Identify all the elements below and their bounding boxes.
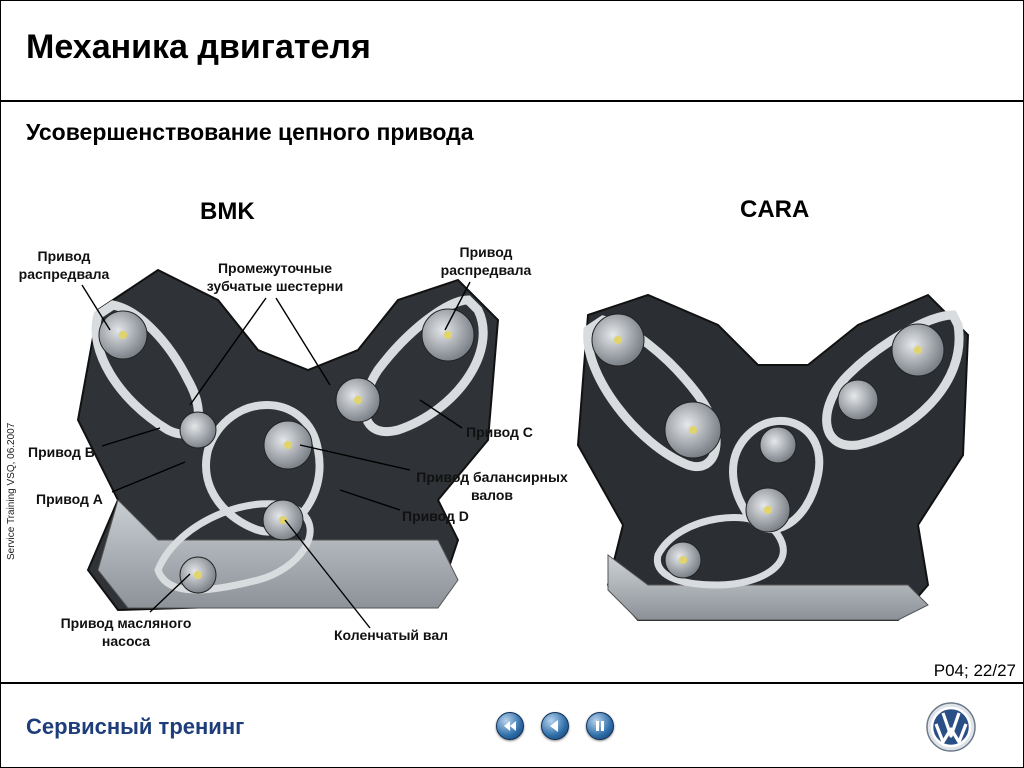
callout-intermediate-gears: Промежуточные зубчатые шестерни <box>206 260 344 294</box>
engine-label-cara: CARA <box>740 196 810 223</box>
page-title: Механика двигателя <box>26 28 371 66</box>
cara-engine-image <box>576 293 970 621</box>
callout-oil-pump-drive: Привод масляного насоса <box>60 615 192 649</box>
engine-label-bmk: BMK <box>200 198 255 225</box>
play-left-icon <box>550 720 558 732</box>
previous-slide-button[interactable] <box>541 712 569 740</box>
pause-button[interactable] <box>586 712 614 740</box>
header-divider <box>0 100 1024 102</box>
callout-crankshaft: Коленчатый вал <box>334 627 449 643</box>
callout-camshaft-drive-right: Привод распредвала <box>440 244 532 278</box>
side-note: Service Training VSQ, 06.2007 <box>6 422 17 560</box>
callout-balancer-drive: Привод балансирных валов <box>416 469 568 503</box>
first-slide-button[interactable] <box>496 712 524 740</box>
callout-camshaft-drive-left: Привод распредвала <box>18 248 110 282</box>
rewind-icon <box>504 721 516 731</box>
slide-subtitle: Усовершенствование цепного привода <box>26 119 474 145</box>
pause-icon <box>596 721 604 731</box>
callout-drive-c: Привод C <box>466 424 533 440</box>
callout-drive-d: Привод D <box>402 508 469 524</box>
footer-divider <box>0 682 1024 684</box>
vw-logo <box>926 702 976 752</box>
footer-title: Сервисный тренинг <box>26 714 245 739</box>
page-number: P04; 22/27 <box>933 661 1016 680</box>
callout-drive-a: Привод A <box>36 491 103 507</box>
bmk-engine-image <box>76 268 500 612</box>
callout-drive-b: Привод B <box>28 444 95 460</box>
